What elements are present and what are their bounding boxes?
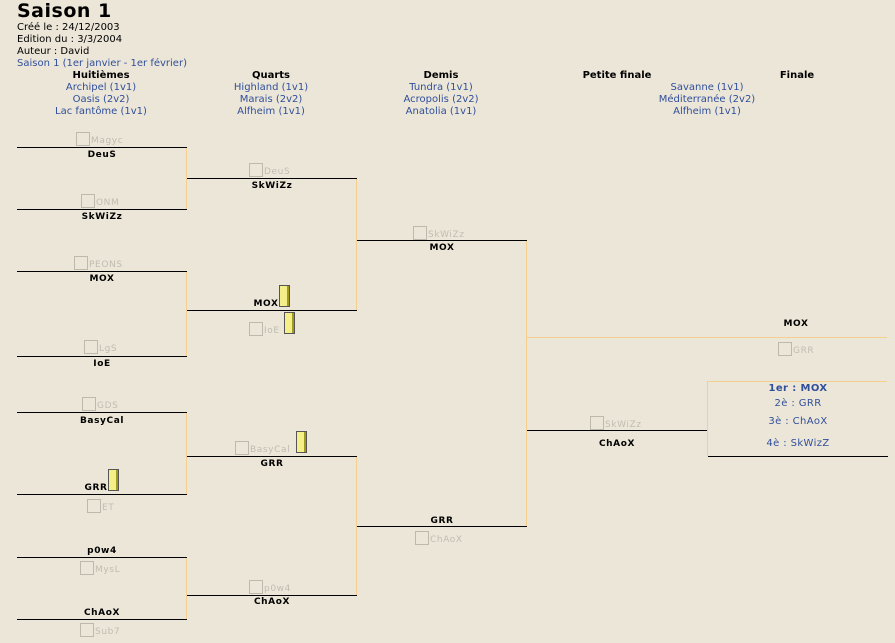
map-item: Marais (2v2) [239,94,303,105]
column-title-demis: Demis [423,70,459,81]
match-loser: PEONS [74,254,123,270]
match-winner: SkWiZz [251,181,293,191]
match-loser: MysL [80,559,120,575]
ranking-item: 4è : SkWizZ [766,438,830,449]
match-loser: SkWiZz [590,414,642,430]
map-item: Archipel (1v1) [65,82,137,93]
match-line [187,595,357,596]
match-line [17,557,187,558]
match-line [708,456,888,457]
match-loser: ET [87,497,114,513]
match-loser: GRR [778,340,814,356]
column-title-petite-finale: Petite finale [582,70,652,81]
bracket-connector [186,147,187,209]
match-line [357,240,527,241]
replay-download-icon[interactable] [279,285,290,307]
match-line [527,430,707,431]
column-title-quarts: Quarts [251,70,291,81]
replay-download-icon[interactable] [296,431,307,453]
match-winner: ChAoX [253,597,291,607]
bracket-connector [526,240,527,526]
map-item: Savanne (1v1) [670,82,744,93]
match-line [17,494,187,495]
match-loser: LgS [84,338,117,354]
match-loser: SkWiZz [413,224,465,240]
match-loser: ChAoX [415,529,463,545]
map-item: Alfheim (1v1) [673,106,741,117]
column-title-finale: Finale [779,70,815,81]
match-loser: p0w4 [249,578,291,594]
match-winner: DeuS [87,150,117,160]
bracket-connector [186,271,187,356]
match-winner: MOX [89,274,115,284]
match-winner: p0w4 [87,546,117,556]
match-winner: GRR [84,483,108,493]
match-line [17,271,187,272]
bracket-connector [707,381,887,382]
match-line [187,456,357,457]
match-winner: GRR [260,459,284,469]
replay-download-icon[interactable] [108,469,119,491]
ranking-item: 2è : GRR [774,398,822,409]
ranking-item: 1er : MOX [768,383,828,394]
match-line [17,147,187,148]
match-winner: MOX [253,299,279,309]
match-line [17,209,187,210]
match-winner: SkWiZz [81,212,123,222]
column-title-huitiemes: Huitièmes [72,70,130,81]
map-item: Acropolis (2v2) [403,94,479,105]
match-winner: ChAoX [83,608,121,618]
map-item: Highland (1v1) [233,82,309,93]
bracket-connector [356,178,357,310]
ranking-item: 3è : ChAoX [768,416,828,427]
map-item: Méditerranée (2v2) [658,94,756,105]
edited-date: Edition du : 3/3/2004 [17,34,123,45]
author: Auteur : David [17,46,90,57]
bracket-connector [356,456,357,595]
match-winner: MOX [783,319,809,329]
bracket-connector [707,381,708,456]
match-loser: DeuS [249,161,290,177]
match-line [187,310,357,311]
page-title: Saison 1 [17,0,112,22]
match-line [17,412,187,413]
match-loser: ONM [81,192,119,208]
match-winner: GRR [430,516,454,526]
match-loser: Magyc [76,130,123,146]
match-loser: BasyCal [235,439,290,455]
match-line [357,526,527,527]
season-range: Saison 1 (1er janvier - 1er février) [17,58,187,69]
match-winner: ChAoX [598,439,636,449]
match-winner: IoE [93,359,111,369]
bracket-connector [186,412,187,495]
match-winner: MOX [429,243,455,253]
map-item: Anatolia (1v1) [405,106,477,117]
match-loser: IoE [249,320,280,336]
map-item: Oasis (2v2) [72,94,130,105]
match-loser: Sub7 [80,621,120,637]
map-item: Alfheim (1v1) [237,106,305,117]
bracket-connector [186,557,187,619]
bracket-connector [527,337,887,338]
match-line [17,619,187,620]
match-line [187,178,357,179]
match-winner: BasyCal [79,416,125,426]
map-item: Lac fantôme (1v1) [55,106,147,117]
match-line [17,356,187,357]
map-item: Tundra (1v1) [409,82,473,93]
match-loser: GDS [82,395,118,411]
created-date: Créé le : 24/12/2003 [17,22,120,33]
replay-download-icon[interactable] [284,312,295,334]
